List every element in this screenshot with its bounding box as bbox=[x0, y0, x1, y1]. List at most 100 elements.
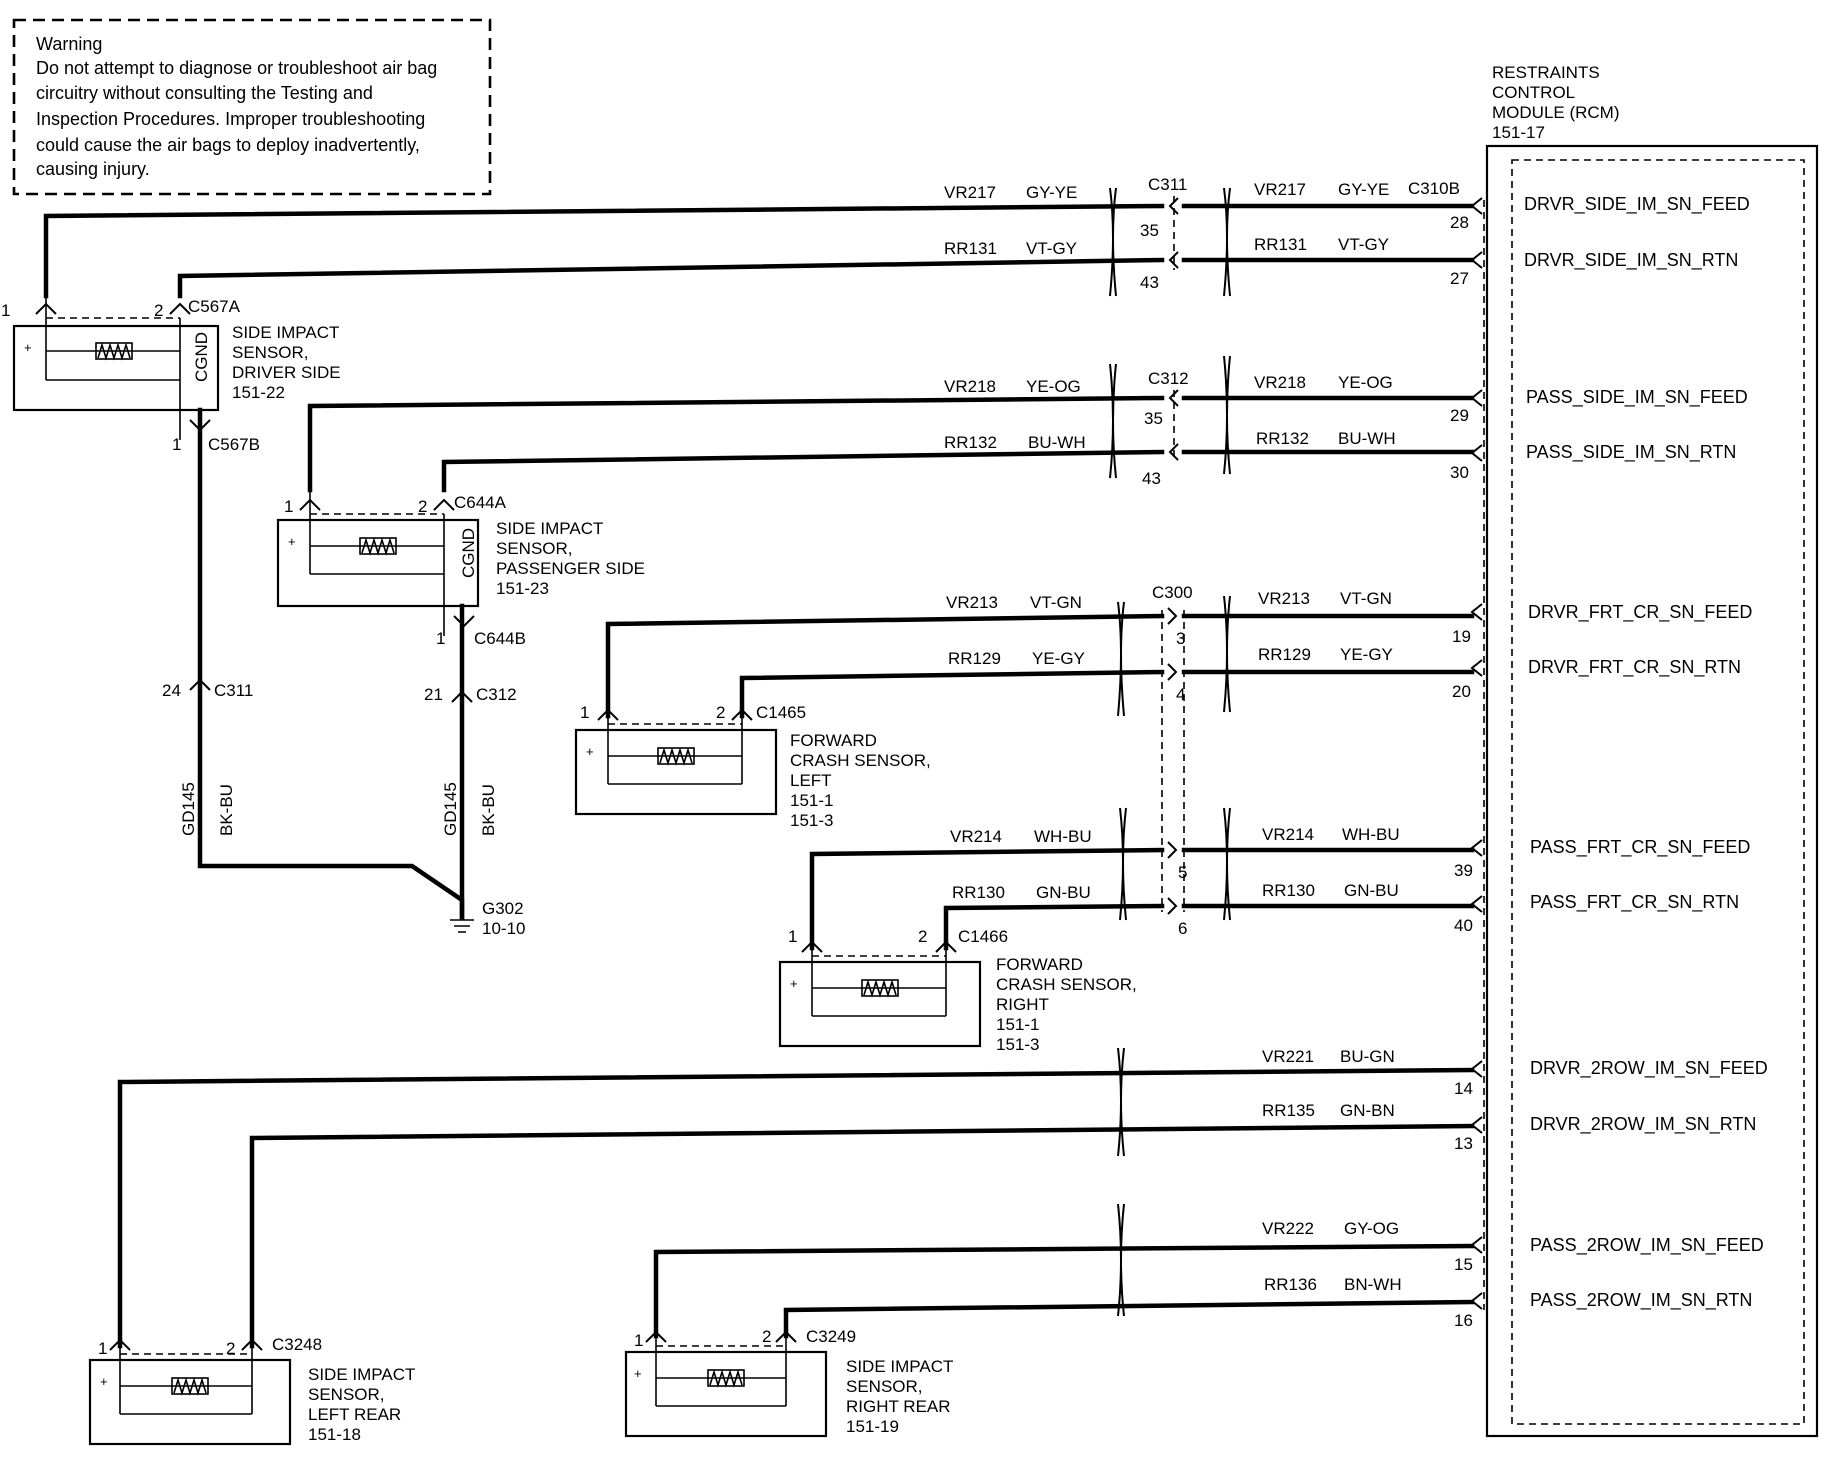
circuit-id: RR132 bbox=[1256, 429, 1309, 448]
circuit-id: RR135 bbox=[1262, 1101, 1315, 1120]
pin-number: 39 bbox=[1454, 861, 1473, 880]
wire-color: VT-GN bbox=[1340, 589, 1392, 608]
plus-sign: + bbox=[790, 976, 798, 991]
warning-box: Warning Do not attempt to diagnose or tr… bbox=[12, 18, 492, 196]
sensor-label: FORWARD bbox=[790, 731, 877, 750]
pin-number: 15 bbox=[1454, 1255, 1473, 1274]
driver-side-impact-sensor: + 1 2 C567A CGND SIDE IMPACT SENSOR, DRI… bbox=[1, 296, 341, 454]
wire-color: WH-BU bbox=[1034, 827, 1092, 846]
inline-pin: 5 bbox=[1178, 863, 1187, 882]
wire-color: GY-OG bbox=[1344, 1219, 1399, 1238]
pin-number: 29 bbox=[1450, 406, 1469, 425]
circuit-id: GD145 bbox=[179, 782, 198, 836]
connector-label: C3248 bbox=[272, 1335, 322, 1354]
connector-label-c311: C311 bbox=[1148, 175, 1187, 194]
circuit-id: VR222 bbox=[1262, 1219, 1314, 1238]
wire-color: YE-OG bbox=[1338, 373, 1393, 392]
sensor-label: 151-3 bbox=[790, 811, 833, 830]
rcm-connector-chevrons bbox=[1470, 197, 1483, 1310]
sensor-label: CRASH SENSOR, bbox=[790, 751, 931, 770]
pin-number: 1 bbox=[634, 1331, 643, 1350]
circuit-id: VR213 bbox=[946, 593, 998, 612]
sensor-label: LEFT REAR bbox=[308, 1405, 401, 1424]
sensor-label: SENSOR, bbox=[496, 539, 573, 558]
warning-line: causing injury. bbox=[36, 159, 150, 179]
pin-number: 28 bbox=[1450, 213, 1469, 232]
warning-line: could cause the air bags to deploy inadv… bbox=[36, 135, 420, 155]
signal-label: PASS_FRT_CR_SN_RTN bbox=[1530, 892, 1739, 913]
rcm-module: RESTRAINTS CONTROL MODULE (RCM) 151-17 bbox=[1483, 63, 1819, 1438]
circuit-id: RR132 bbox=[944, 433, 997, 452]
pin-number: 1 bbox=[172, 435, 181, 454]
signal-label: PASS_SIDE_IM_SN_RTN bbox=[1526, 442, 1736, 463]
connector-label: C644A bbox=[454, 493, 507, 512]
circuit-id: VR214 bbox=[950, 827, 1002, 846]
pin-number: 30 bbox=[1450, 463, 1469, 482]
driver-side-circuits: VR217 GY-YE VR217 GY-YE RR131 VT-GY RR13… bbox=[43, 175, 1475, 299]
inline-pin: 43 bbox=[1140, 273, 1159, 292]
wire-color: BU-WH bbox=[1338, 429, 1396, 448]
signal-label: PASS_SIDE_IM_SN_FEED bbox=[1526, 387, 1748, 408]
wire-color: VT-GN bbox=[1030, 593, 1082, 612]
circuit-id: GD145 bbox=[441, 782, 460, 836]
rcm-pin-numbers: 28 27 29 30 19 20 39 40 14 13 15 16 bbox=[1450, 213, 1473, 1330]
circuit-id: RR129 bbox=[948, 649, 1001, 668]
connector-label-c310b: C310B bbox=[1408, 179, 1460, 198]
ground-icon bbox=[450, 919, 474, 933]
forward-crash-circuits: VR213 VT-GN VR213 VT-GN RR129 YE-GY RR12… bbox=[605, 583, 1475, 951]
sensor-label: DRIVER SIDE bbox=[232, 363, 341, 382]
sensor-label: 151-1 bbox=[996, 1015, 1039, 1034]
sensor-label: 151-3 bbox=[996, 1035, 1039, 1054]
inline-pin: 43 bbox=[1142, 469, 1161, 488]
signal-label: DRVR_2ROW_IM_SN_RTN bbox=[1530, 1114, 1756, 1135]
plus-sign: + bbox=[586, 744, 594, 759]
cgnd-label: CGND bbox=[459, 528, 478, 578]
circuit-id: VR218 bbox=[1254, 373, 1306, 392]
connector-label: C567A bbox=[188, 297, 241, 316]
wire-color: BN-WH bbox=[1344, 1275, 1402, 1294]
connector-label: C311 bbox=[214, 681, 253, 700]
wire-color: GN-BN bbox=[1340, 1101, 1395, 1120]
sensor-label: RIGHT bbox=[996, 995, 1049, 1014]
inline-pin: 3 bbox=[1176, 629, 1185, 648]
pin-number: 1 bbox=[284, 497, 293, 516]
forward-crash-sensor-left: + 1 2 C1465 FORWARD CRASH SENSOR, LEFT 1… bbox=[574, 703, 931, 830]
sensor-label: SENSOR, bbox=[232, 343, 309, 362]
warning-line: circuitry without consulting the Testing… bbox=[36, 83, 373, 103]
connector-label-c300: C300 bbox=[1152, 583, 1193, 602]
circuit-id: VR213 bbox=[1258, 589, 1310, 608]
pin-number: 1 bbox=[1, 301, 10, 320]
wire-color: YE-GY bbox=[1340, 645, 1393, 664]
sensor-label: SIDE IMPACT bbox=[232, 323, 339, 342]
sensor-label: SENSOR, bbox=[846, 1377, 923, 1396]
wire-color: GN-BU bbox=[1036, 883, 1091, 902]
pin-number: 2 bbox=[226, 1339, 235, 1358]
wire-color: YE-GY bbox=[1032, 649, 1085, 668]
wire-color: GY-YE bbox=[1338, 180, 1389, 199]
pin-number: 1 bbox=[788, 927, 797, 946]
plus-sign: + bbox=[100, 1374, 108, 1389]
sensor-label: SIDE IMPACT bbox=[846, 1357, 953, 1376]
rcm-label: 151-17 bbox=[1492, 123, 1545, 142]
signal-label: DRVR_FRT_CR_SN_RTN bbox=[1528, 657, 1741, 678]
wire-color: WH-BU bbox=[1342, 825, 1400, 844]
pin-number: 20 bbox=[1452, 682, 1471, 701]
pin-number: 19 bbox=[1452, 627, 1471, 646]
pin-number: 27 bbox=[1450, 269, 1469, 288]
sensor-label: 151-23 bbox=[496, 579, 549, 598]
plus-sign: + bbox=[288, 534, 296, 549]
passenger-side-impact-sensor: + 1 2 C644A CGND SIDE IMPACT SENSOR, PAS… bbox=[276, 490, 645, 648]
sensor-label: CRASH SENSOR, bbox=[996, 975, 1137, 994]
signal-label: DRVR_FRT_CR_SN_FEED bbox=[1528, 602, 1752, 623]
wire-color: BU-GN bbox=[1340, 1047, 1395, 1066]
wire-color: GY-YE bbox=[1026, 183, 1077, 202]
left-rear-impact-sensor: + 1 2 C3248 SIDE IMPACT SENSOR, LEFT REA… bbox=[88, 1335, 415, 1446]
wire-color: BK-BU bbox=[479, 784, 498, 836]
plus-sign: + bbox=[634, 1366, 642, 1381]
circuit-id: VR221 bbox=[1262, 1047, 1314, 1066]
circuit-id: RR131 bbox=[944, 239, 997, 258]
passenger-side-circuits: VR218 YE-OG VR218 YE-OG RR132 BU-WH RR13… bbox=[307, 355, 1475, 493]
sensor-label: SIDE IMPACT bbox=[308, 1365, 415, 1384]
signal-label: DRVR_2ROW_IM_SN_FEED bbox=[1530, 1058, 1768, 1079]
wire-color: VT-GY bbox=[1026, 239, 1077, 258]
